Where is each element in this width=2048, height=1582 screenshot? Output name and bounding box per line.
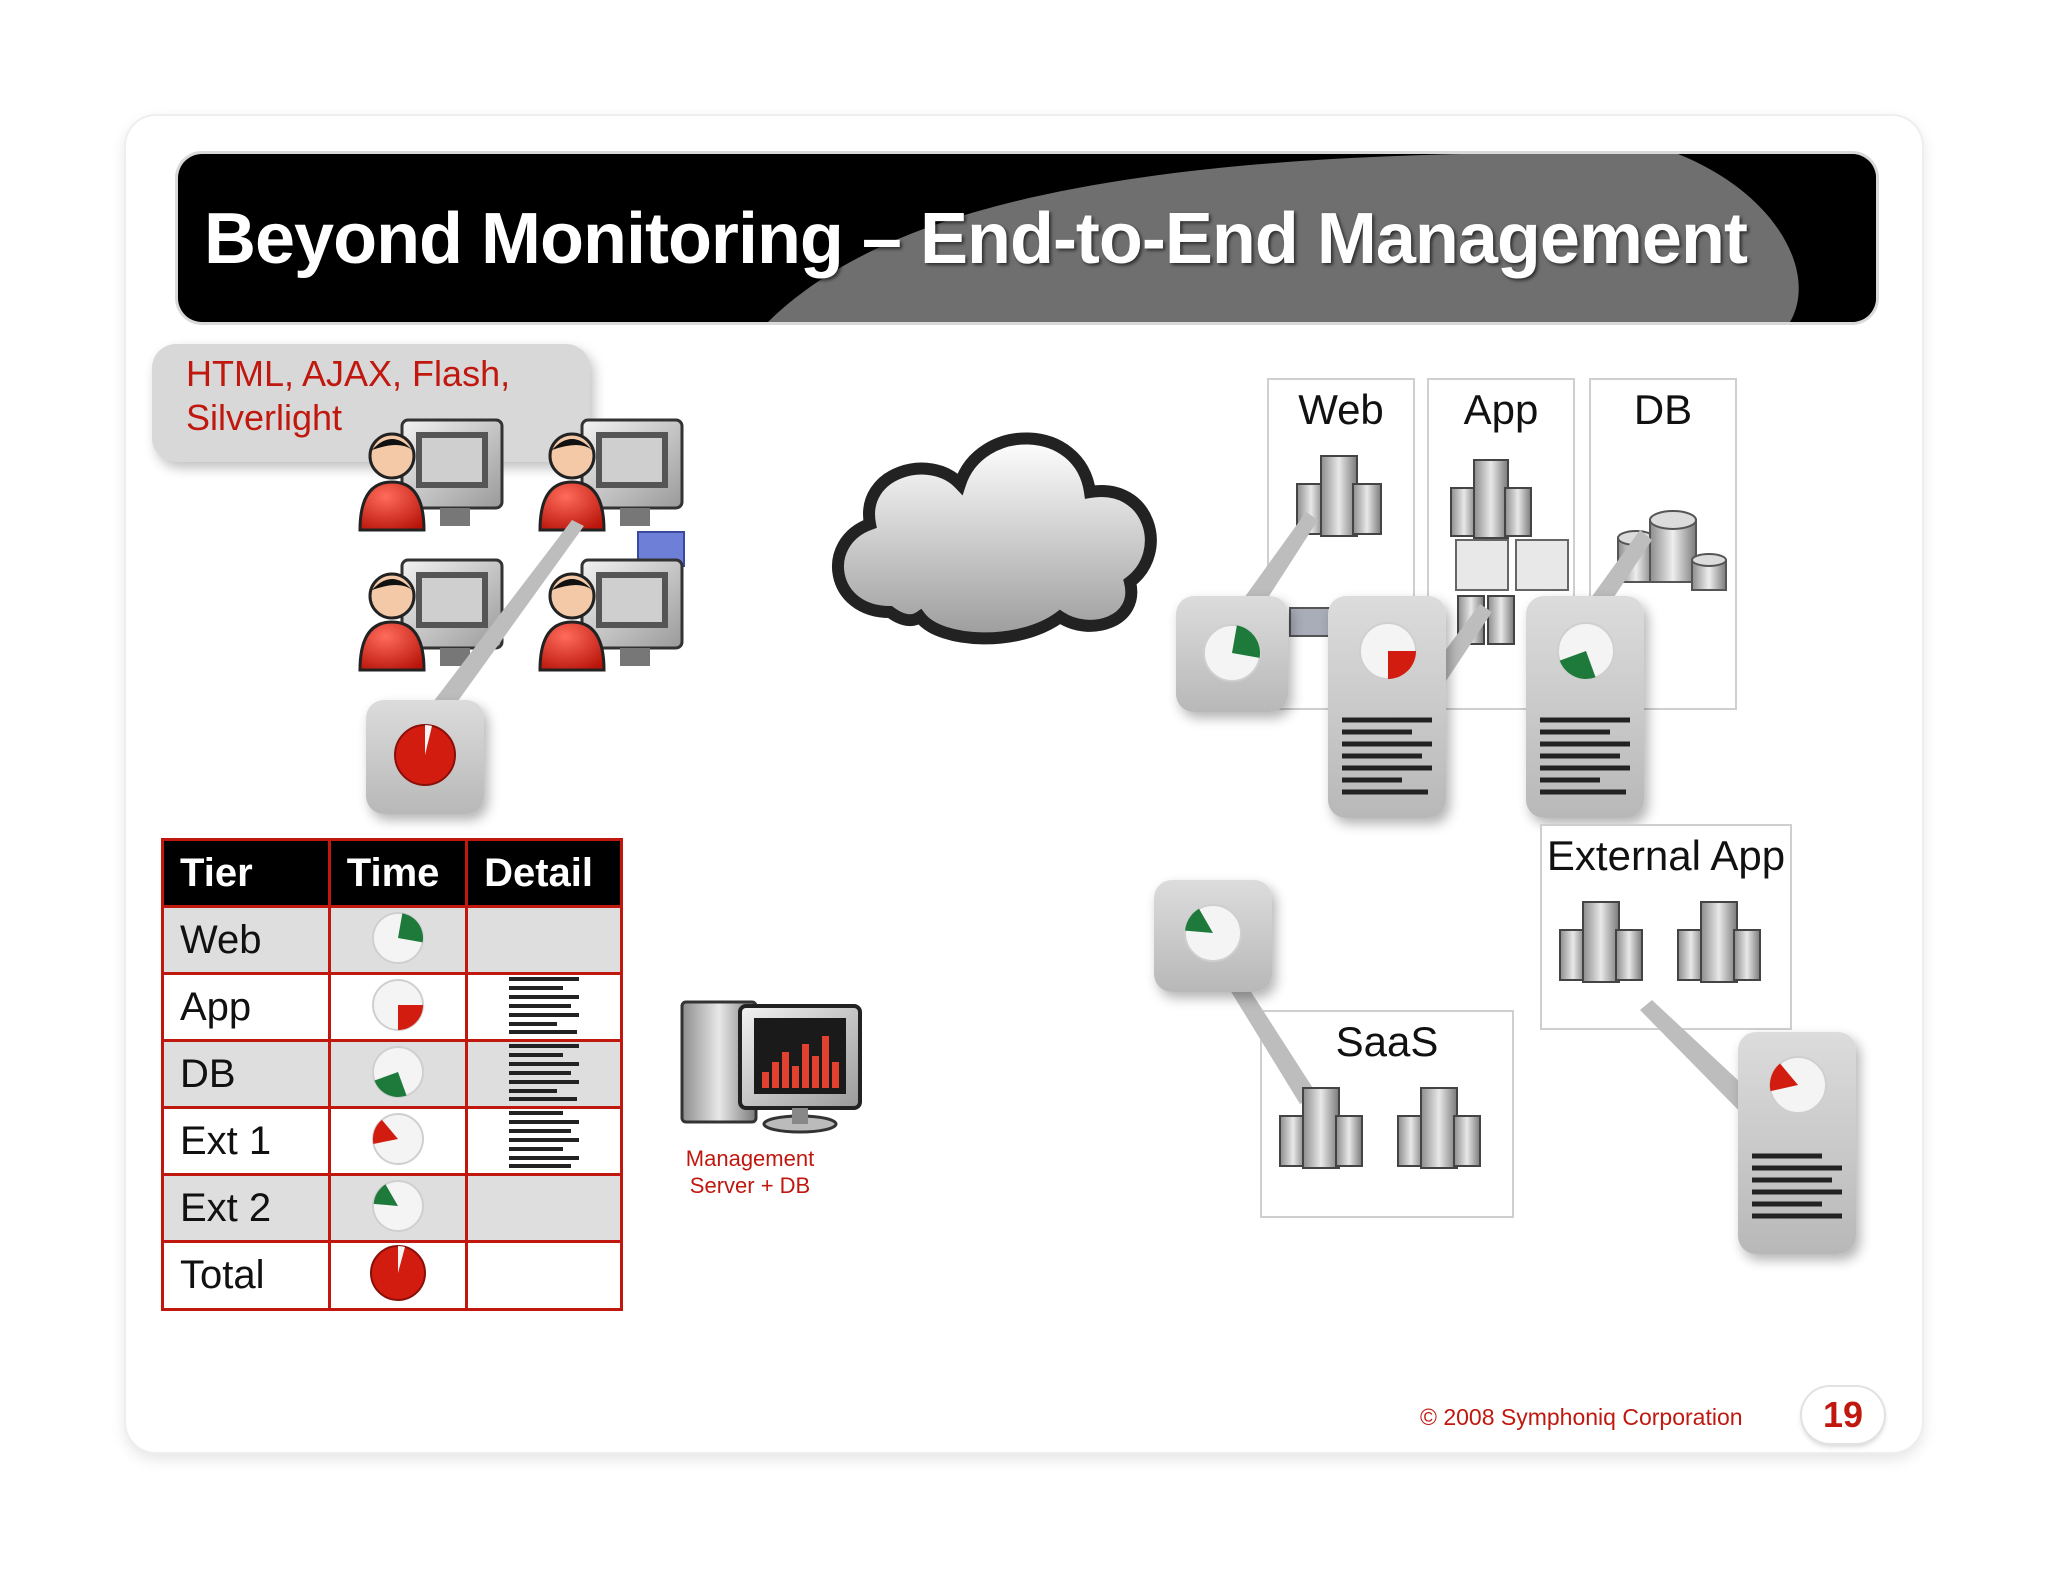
external-app-pie-icon <box>1769 1056 1827 1114</box>
table-cell-tier: Web <box>161 905 331 975</box>
detail-lines-icon <box>509 1043 580 1101</box>
ext1-time-pie-icon <box>371 1112 424 1165</box>
db-detail-lines-icon <box>1540 717 1630 795</box>
client-tech-label: HTML, AJAX, Flash, Silverlight <box>186 353 511 438</box>
detail-lines-icon <box>509 976 580 1034</box>
db-tier-label: DB <box>1633 386 1693 433</box>
table-cell-time <box>327 1039 469 1109</box>
table-row: Total <box>161 1240 623 1311</box>
title-bar-swoosh <box>768 154 1876 322</box>
web-time-pie-icon <box>1203 624 1261 682</box>
external-app-detail-lines-icon <box>1752 1153 1842 1219</box>
app-detail-lines-icon <box>1342 717 1432 795</box>
table-cell-time <box>327 905 469 975</box>
saas-server-icon <box>1397 1087 1481 1169</box>
table-cell-time <box>327 1173 469 1243</box>
table-row: Ext 2 <box>161 1173 623 1243</box>
table-cell-tier: DB <box>161 1039 331 1109</box>
table-cell-detail <box>465 1039 623 1109</box>
table-row: Ext 1 <box>161 1106 623 1176</box>
table-cell-time <box>327 1240 469 1311</box>
table-cell-detail <box>465 1240 623 1311</box>
web-tier-label: Web <box>1298 386 1384 433</box>
table-cell-tier: Ext 2 <box>161 1173 331 1243</box>
workstation-icon <box>358 418 504 532</box>
table-header-detail: Detail <box>465 838 623 908</box>
table-row: DB <box>161 1039 623 1109</box>
table-cell-time <box>327 1106 469 1176</box>
saas-label: SaaS <box>1335 1018 1439 1065</box>
table-cell-tier: App <box>161 972 331 1042</box>
table-cell-detail <box>465 905 623 975</box>
table-cell-tier: Total <box>161 1240 331 1311</box>
web-server-icon <box>1296 455 1382 537</box>
workstation-icon <box>538 418 685 567</box>
total-time-pie-icon <box>369 1245 426 1301</box>
client-tech-callout <box>152 344 590 462</box>
workstation-icon <box>358 558 504 672</box>
table-cell-detail <box>465 1173 623 1243</box>
copyright-text: © 2008 Symphoniq Corporation <box>1420 1404 1743 1430</box>
tier-timing-table: Tier Time Detail Web App DB Ext 1 <box>161 838 623 1311</box>
table-row: App <box>161 972 623 1042</box>
external-app-label: External App <box>1546 832 1786 879</box>
table-cell-detail <box>465 1106 623 1176</box>
management-server-label: Management Server + DB <box>685 1146 815 1198</box>
table-row: Web <box>161 905 623 975</box>
table-cell-time <box>327 972 469 1042</box>
workstation-icon <box>538 558 684 672</box>
app-time-pie-icon <box>1359 622 1417 680</box>
table-cell-tier: Ext 1 <box>161 1106 331 1176</box>
saas-time-pie-icon <box>1184 904 1242 962</box>
table-header-time: Time <box>327 838 469 908</box>
db-time-pie-icon <box>371 1045 424 1098</box>
ext2-time-pie-icon <box>371 1179 424 1232</box>
table-header-tier: Tier <box>161 838 331 908</box>
title-bar: Beyond Monitoring – End-to-End Managemen… <box>178 154 1876 322</box>
table-cell-detail <box>465 972 623 1042</box>
internet-cloud-icon <box>832 432 1157 645</box>
app-time-pie-icon <box>371 978 424 1031</box>
total-time-pie-icon <box>394 724 456 786</box>
external-server-icon <box>1677 901 1761 983</box>
slide-title: Beyond Monitoring – End-to-End Managemen… <box>204 199 1748 279</box>
user-workstations <box>358 418 685 672</box>
management-server-icon <box>680 1000 862 1134</box>
saas-server-icon <box>1279 1087 1363 1169</box>
detail-lines-icon <box>509 1110 580 1168</box>
table-header-row: Tier Time Detail <box>161 838 623 908</box>
db-time-pie-icon <box>1557 622 1615 680</box>
external-server-icon <box>1559 901 1643 983</box>
web-time-pie-icon <box>371 911 424 964</box>
page-number: 19 <box>1802 1387 1884 1443</box>
app-tier-label: App <box>1463 386 1539 433</box>
